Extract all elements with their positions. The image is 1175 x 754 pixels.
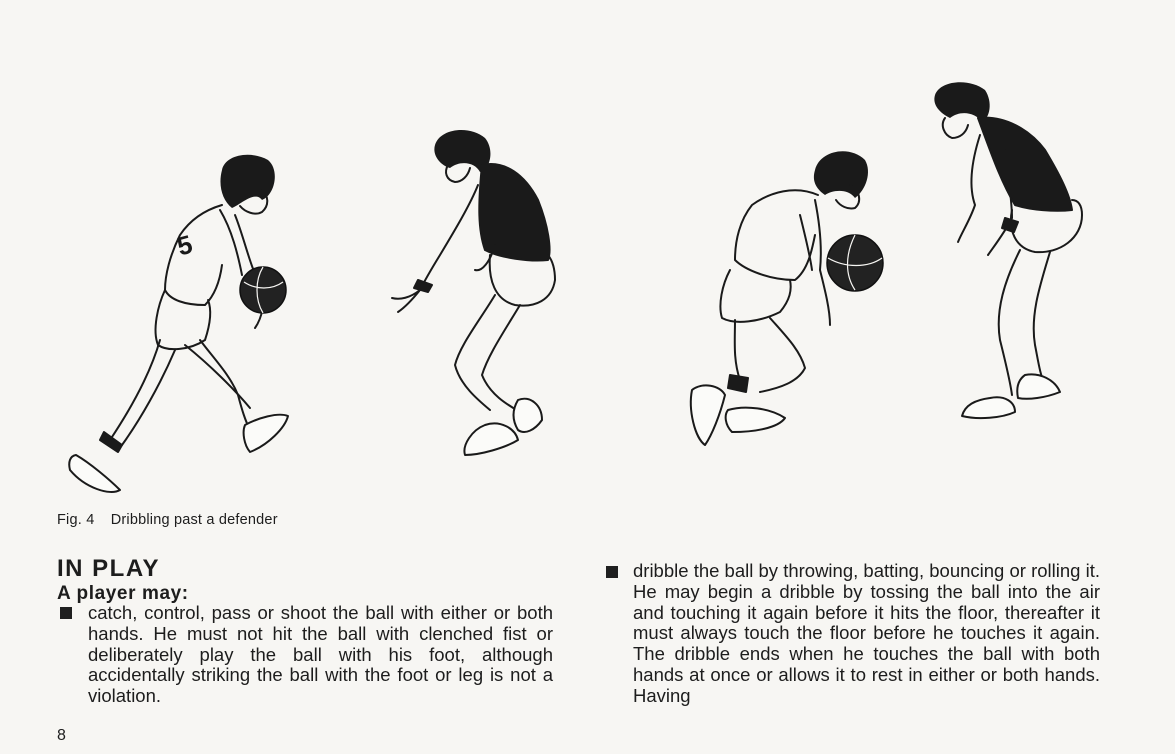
figure-caption: Fig. 4 Dribbling past a defender bbox=[57, 512, 278, 528]
figure-caption-text: Dribbling past a defender bbox=[110, 512, 278, 528]
rule-item-dribble: dribble the ball by throwing, batting, b… bbox=[633, 560, 1100, 706]
figure-number: Fig. 4 bbox=[57, 512, 95, 528]
rule-item-catch-control: catch, control, pass or shoot the ball w… bbox=[88, 602, 553, 707]
basketball-icon-right bbox=[826, 234, 884, 292]
figure-illustration: 5 bbox=[68, 82, 1083, 493]
defender-figure-left bbox=[391, 129, 556, 456]
jersey-number: 5 bbox=[174, 229, 196, 262]
section-subheading: A player may: bbox=[57, 583, 189, 604]
bullet-square-icon bbox=[60, 607, 72, 619]
section-heading: IN PLAY bbox=[57, 555, 160, 582]
attacker-figure-left: 5 bbox=[68, 154, 289, 493]
bullet-square-icon bbox=[606, 566, 618, 578]
attacker-figure-right bbox=[689, 151, 884, 446]
defender-figure-right bbox=[934, 82, 1083, 420]
basketball-icon bbox=[239, 266, 287, 314]
page-number: 8 bbox=[57, 727, 66, 744]
